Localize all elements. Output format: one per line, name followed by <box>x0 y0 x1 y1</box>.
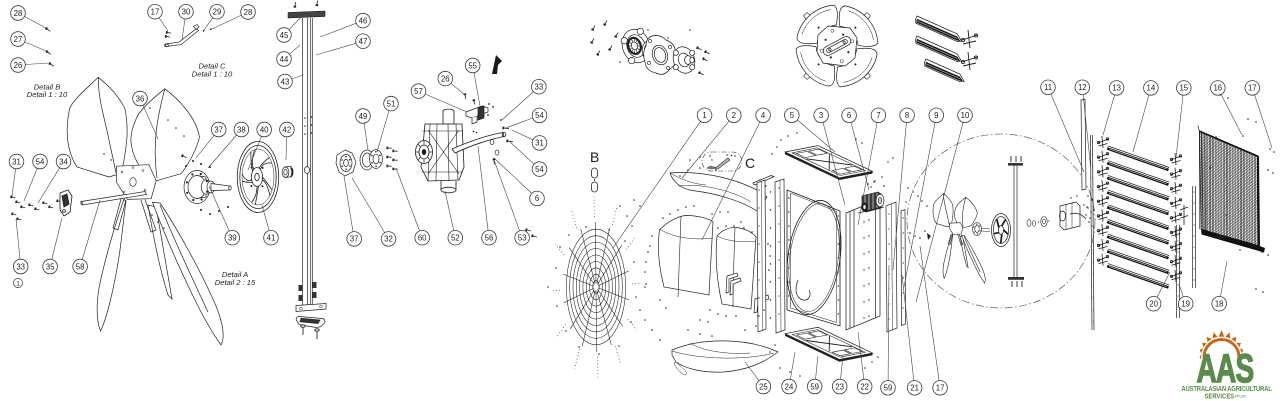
svg-text:24: 24 <box>785 382 794 391</box>
svg-text:C: C <box>745 155 755 171</box>
svg-text:40: 40 <box>260 125 269 134</box>
svg-text:28: 28 <box>244 8 253 17</box>
svg-text:Detail C: Detail C <box>198 62 226 71</box>
svg-text:Detail A: Detail A <box>222 270 248 279</box>
svg-text:37: 37 <box>350 235 359 244</box>
svg-text:58: 58 <box>76 262 85 271</box>
svg-text:31: 31 <box>12 157 21 166</box>
svg-text:55: 55 <box>468 61 477 70</box>
svg-text:41: 41 <box>267 234 276 243</box>
svg-text:54: 54 <box>36 157 45 166</box>
svg-text:16: 16 <box>1213 84 1222 93</box>
svg-text:13: 13 <box>1112 84 1121 93</box>
svg-text:28: 28 <box>14 9 23 18</box>
svg-text:26: 26 <box>14 61 23 70</box>
svg-text:43: 43 <box>281 77 290 86</box>
svg-text:42: 42 <box>283 125 292 134</box>
svg-text:33: 33 <box>16 262 25 271</box>
svg-text:12: 12 <box>1078 83 1087 92</box>
svg-text:29: 29 <box>213 8 222 17</box>
svg-text:36: 36 <box>136 94 145 103</box>
svg-text:2: 2 <box>732 111 736 120</box>
svg-text:49: 49 <box>359 112 368 121</box>
svg-text:44: 44 <box>280 55 289 64</box>
svg-text:17: 17 <box>1248 84 1257 93</box>
svg-text:Detail B: Detail B <box>34 83 61 92</box>
svg-text:Detail 2 : 15: Detail 2 : 15 <box>215 278 256 287</box>
svg-text:46: 46 <box>359 16 368 25</box>
svg-text:6: 6 <box>535 194 539 203</box>
svg-text:53: 53 <box>518 234 527 243</box>
svg-text:32: 32 <box>384 235 393 244</box>
svg-text:19: 19 <box>1181 300 1190 309</box>
svg-text:39: 39 <box>228 234 237 243</box>
svg-text:17: 17 <box>936 384 945 393</box>
svg-text:5: 5 <box>790 111 795 120</box>
svg-text:21: 21 <box>910 384 919 393</box>
svg-text:3: 3 <box>819 111 823 120</box>
svg-text:57: 57 <box>414 87 423 96</box>
svg-text:1: 1 <box>702 111 706 120</box>
svg-text:59: 59 <box>810 382 819 391</box>
svg-text:B: B <box>590 149 599 165</box>
svg-text:AAS: AAS <box>1196 347 1253 391</box>
svg-text:60: 60 <box>418 234 427 243</box>
svg-text:Detail 1 : 10: Detail 1 : 10 <box>27 90 68 99</box>
svg-text:6: 6 <box>847 111 851 120</box>
svg-text:SERVICES PTY LTD: SERVICES PTY LTD <box>1204 393 1245 401</box>
svg-text:45: 45 <box>280 31 289 40</box>
svg-text:17: 17 <box>151 8 160 17</box>
svg-text:38: 38 <box>237 125 246 134</box>
svg-text:18: 18 <box>1215 300 1224 309</box>
svg-text:34: 34 <box>59 157 68 166</box>
svg-text:31: 31 <box>535 139 544 148</box>
svg-text:Detail 1 : 10: Detail 1 : 10 <box>192 70 233 79</box>
svg-text:54: 54 <box>535 111 544 120</box>
svg-text:11: 11 <box>1044 83 1052 92</box>
svg-text:8: 8 <box>905 111 909 120</box>
svg-text:AUSTRALASIAN AGRICULTURAL: AUSTRALASIAN AGRICULTURAL <box>1181 386 1271 394</box>
svg-text:22: 22 <box>860 382 869 391</box>
svg-text:59: 59 <box>884 384 893 393</box>
svg-text:1: 1 <box>16 281 20 287</box>
svg-text:9: 9 <box>934 111 938 120</box>
svg-text:30: 30 <box>182 8 191 17</box>
svg-text:20: 20 <box>1149 300 1158 309</box>
svg-text:54: 54 <box>535 165 544 174</box>
svg-text:25: 25 <box>759 382 768 391</box>
svg-text:47: 47 <box>359 37 368 46</box>
svg-text:56: 56 <box>485 234 494 243</box>
svg-text:51: 51 <box>387 99 396 108</box>
svg-text:52: 52 <box>451 234 460 243</box>
svg-text:26: 26 <box>441 74 450 83</box>
svg-text:37: 37 <box>214 125 223 134</box>
svg-text:10: 10 <box>961 111 970 120</box>
svg-text:15: 15 <box>1179 84 1188 93</box>
svg-text:23: 23 <box>835 382 844 391</box>
svg-text:33: 33 <box>535 83 544 92</box>
svg-text:7: 7 <box>876 111 880 120</box>
svg-text:27: 27 <box>14 35 23 44</box>
svg-text:4: 4 <box>761 111 766 120</box>
svg-text:14: 14 <box>1147 84 1156 93</box>
svg-text:35: 35 <box>46 262 55 271</box>
